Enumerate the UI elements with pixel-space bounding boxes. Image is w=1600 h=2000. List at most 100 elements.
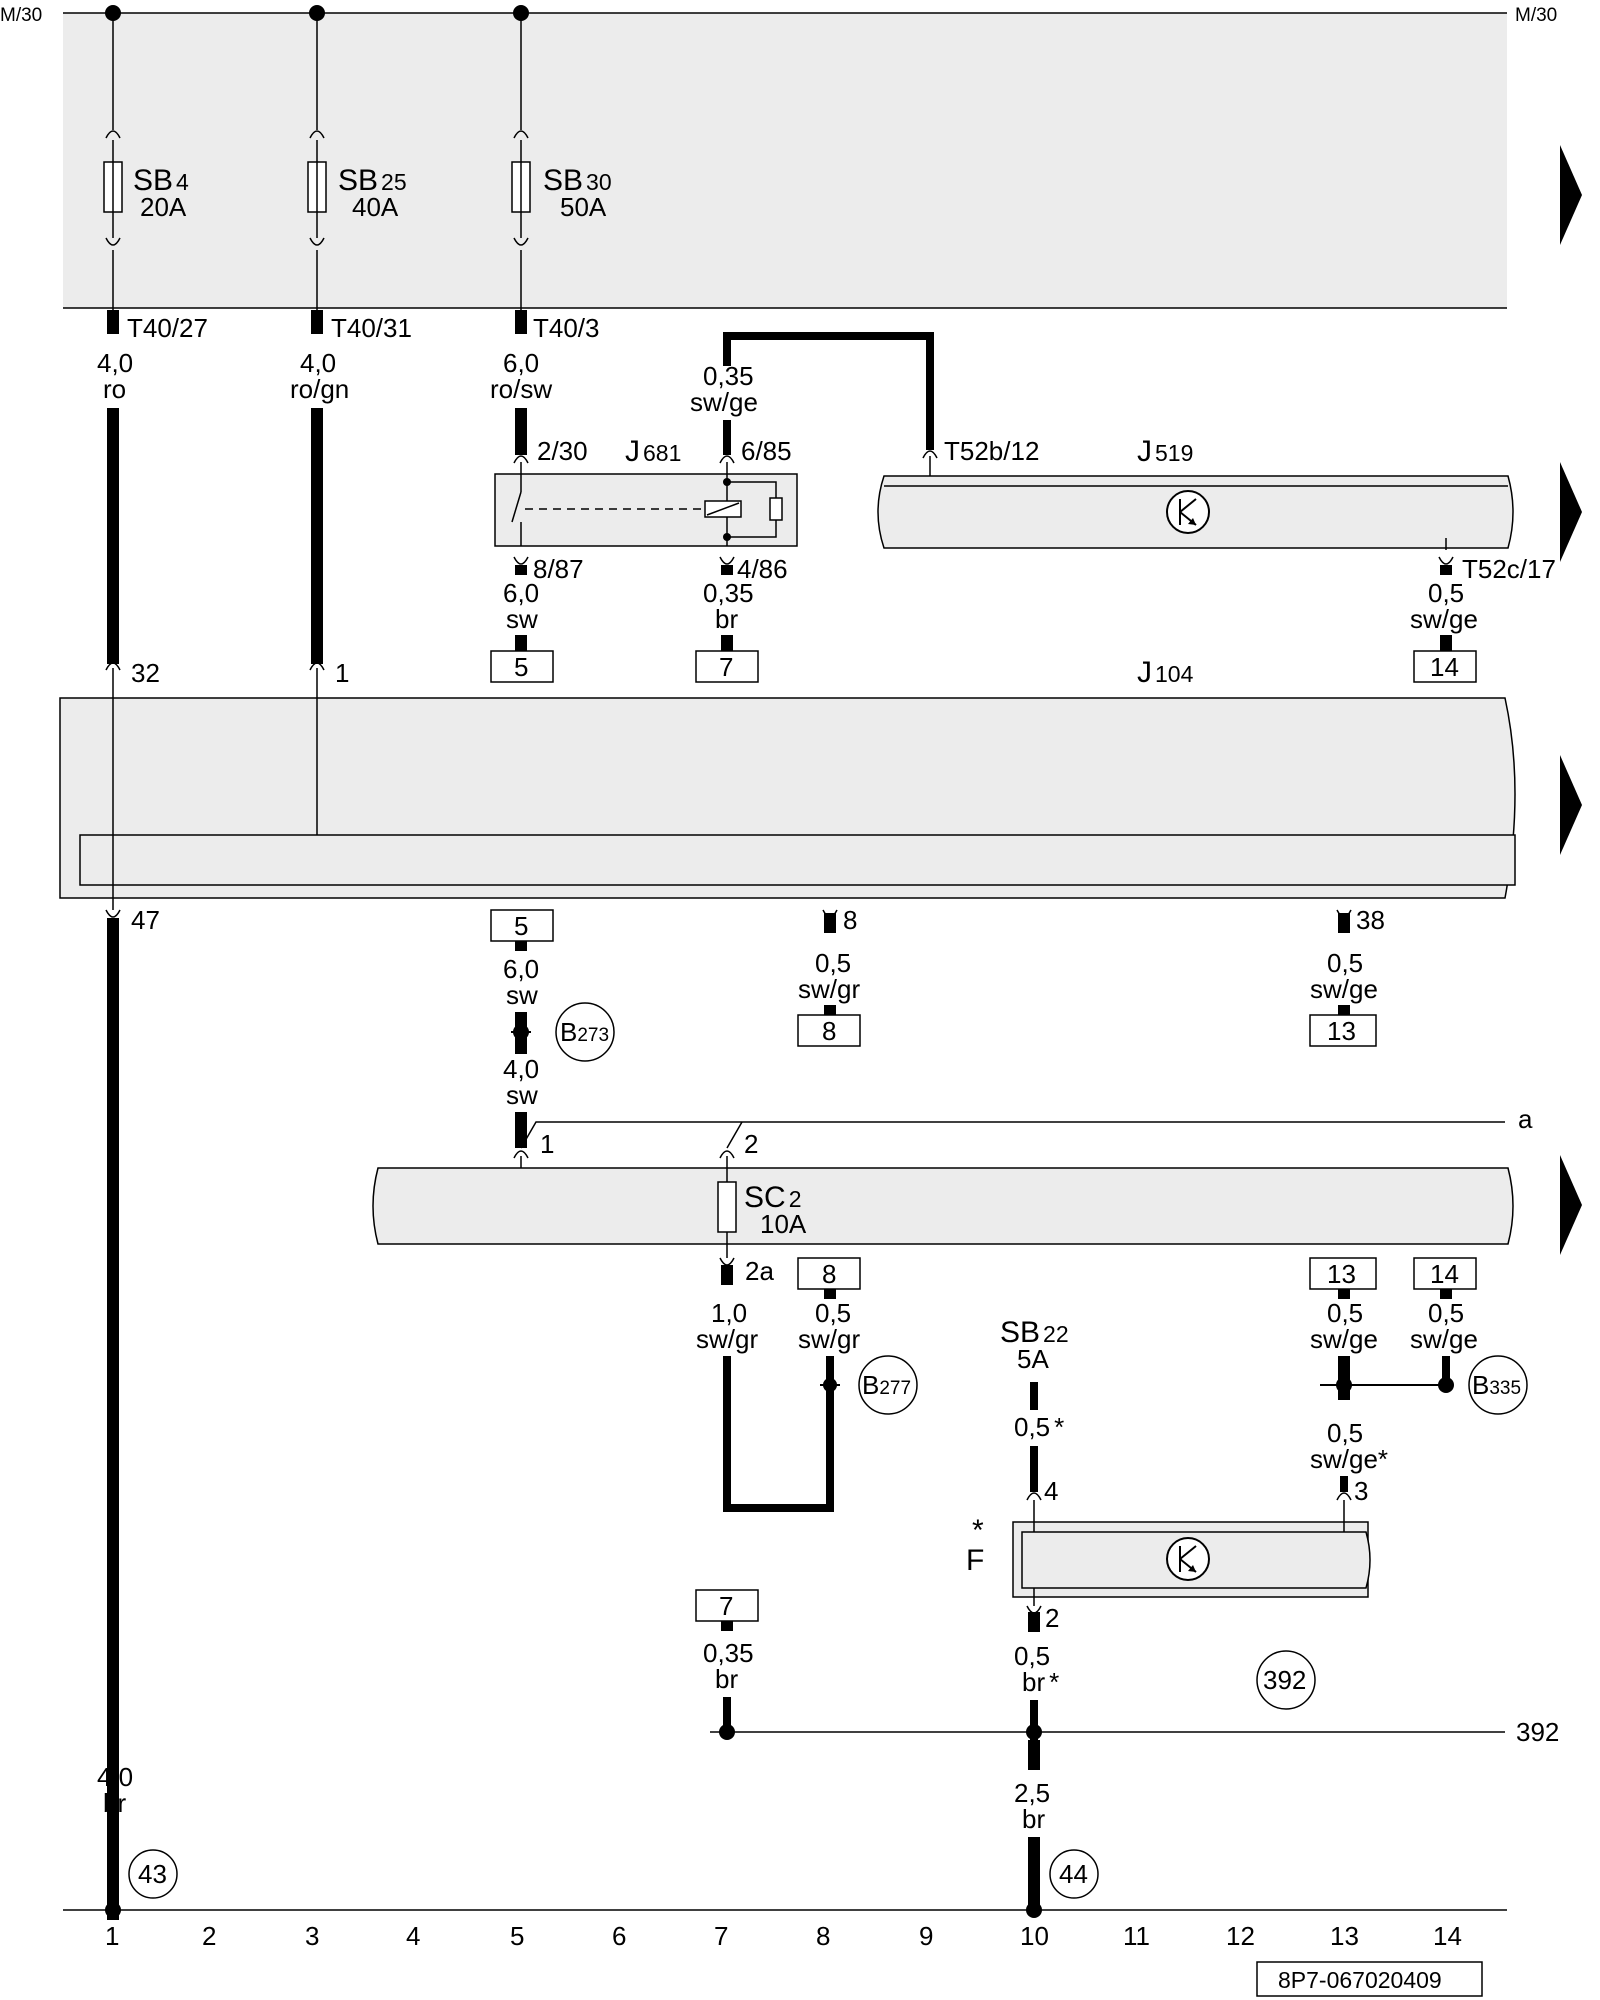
pin-label: T52b/12 [944, 436, 1039, 466]
connector-b335 [1468, 1355, 1528, 1415]
ref-box [797, 1014, 861, 1047]
wire-size: 0,5 [1014, 1641, 1050, 1671]
wire-color: br [715, 1664, 738, 1694]
wire-color: sw/gr [798, 974, 860, 1004]
fuse-rating: 40A [352, 192, 399, 222]
wire-color: sw [506, 1080, 538, 1110]
wire-color: ro [103, 374, 126, 404]
pin-label: 32 [131, 658, 160, 688]
rail-label-right: M/30 [1515, 5, 1557, 26]
wire-size: 6,0 [503, 954, 539, 984]
ref-box [695, 650, 759, 683]
pin-label: T40/31 [331, 313, 412, 343]
pin-label: T52c/17 [1462, 554, 1556, 584]
wire-color: sw [506, 604, 538, 634]
fuse-sb30 [511, 13, 531, 310]
wire-sw-ge [723, 332, 934, 450]
transistor-icon [1166, 1537, 1210, 1581]
column-numbers: 1 2 3 4 5 6 7 8 9 10 11 12 13 14 [105, 1921, 1462, 1951]
component-star: * [972, 1514, 984, 1547]
fuse-rating: 10A [760, 1209, 807, 1239]
svg-text:9: 9 [919, 1921, 933, 1951]
wire-color: sw/gr [798, 1324, 860, 1354]
svg-text:11: 11 [1123, 1921, 1150, 1951]
wire-size: 0,5 [1428, 1298, 1464, 1328]
wire-color: sw/ge [1410, 1324, 1478, 1354]
svg-text:10: 10 [1020, 1921, 1049, 1951]
svg-text:12: 12 [1226, 1921, 1255, 1951]
wire-size: 0,5 [1428, 578, 1464, 608]
wire-color: sw/gr [696, 1324, 758, 1354]
ref-number: 8 [822, 1259, 836, 1289]
wire-size: 0,5 [1327, 948, 1363, 978]
connector-label: B277 [862, 1370, 911, 1400]
component-label: F [966, 1544, 984, 1577]
module-j104-inner [79, 834, 1516, 886]
wire-size: 4,0 [300, 348, 336, 378]
wire-size: 2,5 [1014, 1778, 1050, 1808]
fuse-rating: 20A [140, 192, 187, 222]
pin-label: 2a [745, 1256, 774, 1286]
continuation-arrow [1560, 1155, 1582, 1255]
svg-text:4: 4 [406, 1921, 420, 1951]
sensor-f [1012, 1500, 1371, 1598]
wire-color: sw/ge [1410, 604, 1478, 634]
cross-ref-392: 392 [1516, 1717, 1559, 1747]
wire-size: 6,0 [503, 578, 539, 608]
wire-size: 0,5* [1014, 1412, 1064, 1442]
ground-43 [128, 1849, 178, 1899]
wire-color: br* [1022, 1667, 1059, 1697]
wire-color: br [715, 604, 738, 634]
ref-number: 14 [1430, 652, 1459, 682]
svg-text:2: 2 [202, 1921, 216, 1951]
svg-text:7: 7 [714, 1921, 728, 1951]
wire-color: ro/gn [290, 374, 349, 404]
pin-label: 4/86 [737, 554, 788, 584]
ground-44 [1049, 1849, 1099, 1899]
wire-size: 0,5 [1327, 1418, 1363, 1448]
wire-size: 0,5 [815, 948, 851, 978]
wire-color: sw/ge [1310, 974, 1378, 1004]
pin-label: 4 [1044, 1476, 1058, 1506]
ref-box [490, 650, 554, 683]
pin-label: 1 [540, 1129, 554, 1159]
connector-label: B273 [560, 1017, 609, 1047]
pin-label: 47 [131, 905, 160, 935]
wire-color: sw/ge [690, 387, 758, 417]
svg-text:8: 8 [816, 1921, 830, 1951]
wire-color: ro/sw [490, 374, 552, 404]
ref-box [1413, 1257, 1477, 1290]
connector-label: B335 [1472, 1370, 1521, 1400]
wire-size: 0,5 [815, 1298, 851, 1328]
wire-size: 4,0 [97, 1762, 133, 1792]
fuse-sb4 [103, 13, 123, 310]
diagram-code-box [1256, 1961, 1483, 1997]
continuation-arrow [1560, 462, 1582, 562]
wire-size: 6,0 [503, 348, 539, 378]
connector-b277 [858, 1355, 918, 1415]
fuse-rating: 5A [1017, 1344, 1049, 1374]
ref-number: 13 [1327, 1259, 1356, 1289]
ref-box [1309, 1014, 1377, 1047]
wire-size: 4,0 [97, 348, 133, 378]
pin-label: 2 [1045, 1603, 1059, 1633]
svg-text:6: 6 [612, 1921, 626, 1951]
transistor-icon [1166, 490, 1210, 534]
wire-color: sw/ge* [1310, 1444, 1388, 1474]
wire-size: 1,0 [711, 1298, 747, 1328]
pin-label: T40/3 [533, 313, 600, 343]
wire-color: sw/ge [1310, 1324, 1378, 1354]
pin-label: 6/85 [741, 436, 792, 466]
svg-text:3: 3 [305, 1921, 319, 1951]
diagram-code: 8P7-067020409 [1278, 1967, 1442, 1993]
ref-number: 13 [1327, 1016, 1356, 1046]
ref-number: 14 [1430, 1259, 1459, 1289]
wire-size: 0,5 [1327, 1298, 1363, 1328]
pin-label: 1 [335, 658, 349, 688]
cross-ref-number: 392 [1263, 1665, 1306, 1695]
